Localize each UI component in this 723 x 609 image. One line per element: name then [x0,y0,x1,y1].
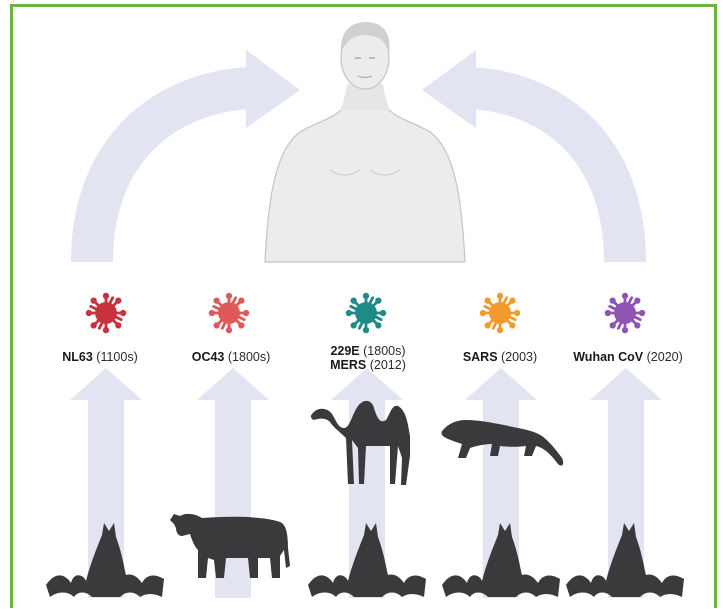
virus-oc43-icon [209,293,249,333]
bat-icon [442,523,560,597]
camel-icon [311,401,410,485]
arrow-up-oc43-icon [197,368,269,598]
bat-icon [566,523,684,597]
virus-wuhan-icon [605,293,645,333]
virus-229e-icon [346,293,386,333]
human-figure-icon [265,22,465,262]
label-nl63: NL63 (1100s) [62,350,138,364]
bat-icon [308,523,426,597]
label-229e: 229E (1800s) [330,344,405,358]
label-oc43: OC43 (1800s) [192,350,271,364]
label-sars: SARS (2003) [463,350,537,364]
bat-icon [46,523,164,597]
label-wuhan: Wuhan CoV (2020) [573,350,683,364]
virus-sars-icon [480,293,520,333]
label-mers: MERS (2012) [330,358,406,372]
virus-nl63-icon [86,293,126,333]
